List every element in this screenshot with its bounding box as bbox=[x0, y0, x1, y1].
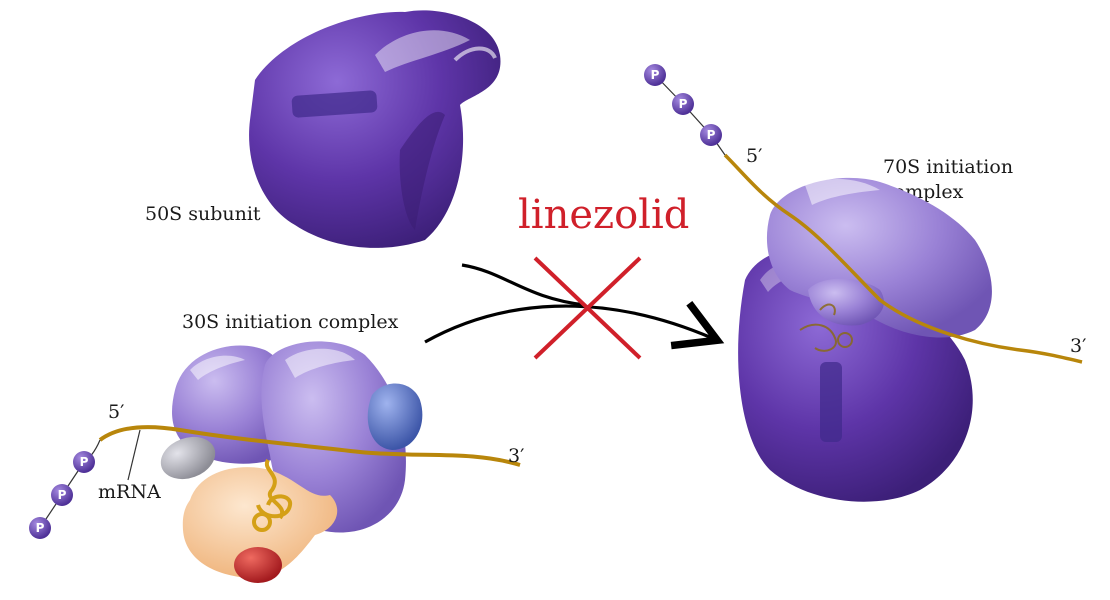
initiation-factor-blue bbox=[367, 383, 423, 450]
label-mrna: mRNA bbox=[98, 481, 161, 503]
mrna-label-leader bbox=[127, 429, 141, 481]
assembly-arrow bbox=[424, 300, 725, 350]
phosphate-icon: P bbox=[29, 517, 51, 539]
mrna-strand-left bbox=[98, 425, 521, 467]
label-50s-subunit: 50S subunit bbox=[145, 203, 261, 225]
phosphate-icon: P bbox=[73, 451, 95, 473]
label-70s-line1: 70S initiation bbox=[883, 156, 1013, 178]
svg-text:P: P bbox=[679, 97, 688, 111]
phosphate-chain-left: P P P bbox=[29, 451, 95, 539]
drug-label-linezolid: linezolid bbox=[518, 192, 689, 238]
phosphate-icon: P bbox=[700, 124, 722, 146]
phosphate-icon: P bbox=[672, 93, 694, 115]
svg-text:P: P bbox=[651, 68, 660, 82]
label-5prime-right: 5′ bbox=[746, 145, 762, 167]
label-3prime-right: 3′ bbox=[1070, 335, 1086, 357]
block-cross-icon bbox=[533, 256, 642, 360]
initiation-factor-grey bbox=[160, 436, 216, 480]
phosphate-icon: P bbox=[51, 484, 73, 506]
phosphate-icon: P bbox=[644, 64, 666, 86]
incoming-arrow-50s bbox=[461, 263, 586, 307]
svg-text:P: P bbox=[58, 488, 67, 502]
trna-bound bbox=[799, 303, 853, 352]
trna-peach bbox=[182, 467, 338, 579]
svg-text:P: P bbox=[36, 521, 45, 535]
subunit-50s bbox=[249, 10, 501, 248]
label-5prime-left: 5′ bbox=[108, 401, 124, 423]
svg-text:P: P bbox=[707, 128, 716, 142]
complex-30s bbox=[160, 341, 423, 583]
svg-text:P: P bbox=[80, 455, 89, 469]
complex-70s bbox=[738, 177, 992, 502]
trna-coil bbox=[252, 458, 293, 532]
phosphate-chain-right: P P P bbox=[644, 64, 726, 156]
mrna-strand-right bbox=[723, 153, 1083, 364]
initiation-factor-red bbox=[234, 547, 282, 583]
label-30s-initiation-complex: 30S initiation complex bbox=[182, 311, 399, 333]
label-3prime-left: 3′ bbox=[508, 445, 524, 467]
